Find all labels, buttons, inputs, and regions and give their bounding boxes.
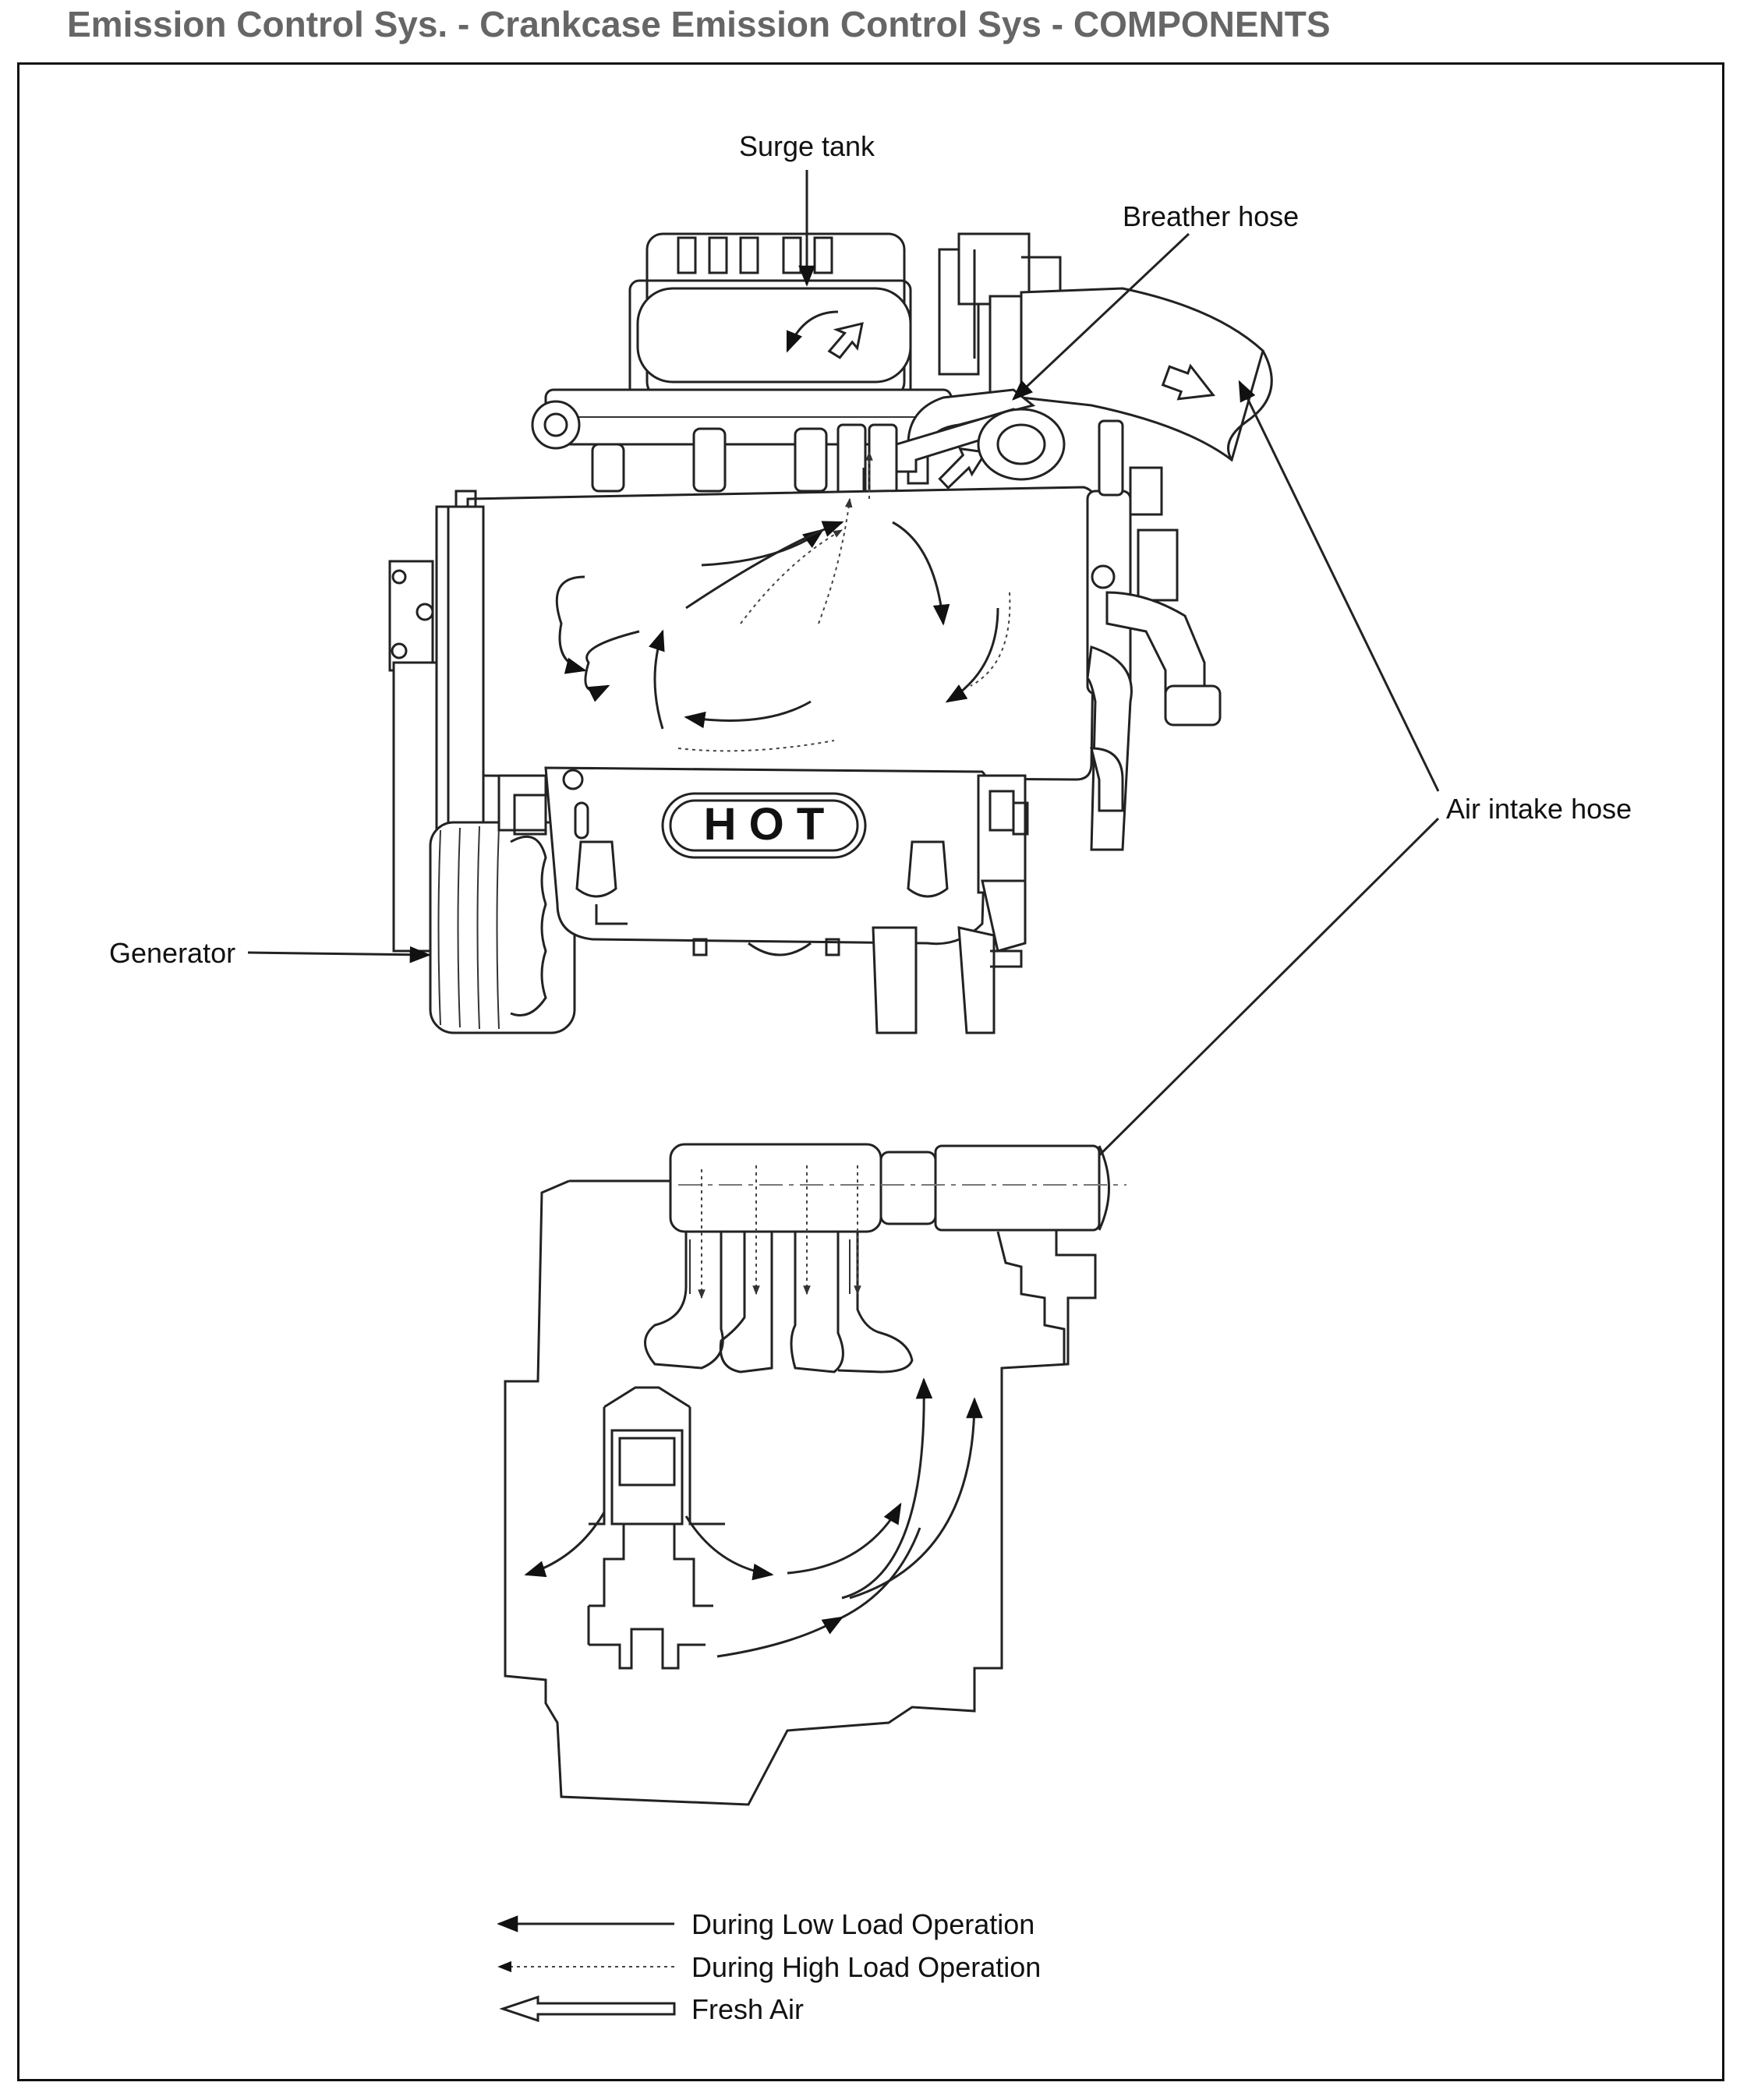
breather-hose-label: Breather hose xyxy=(1123,200,1299,232)
surge-tank-label: Surge tank xyxy=(739,130,875,162)
legend-high-load-label: During High Load Operation xyxy=(691,1951,1041,1983)
hot-warning-label: H O T xyxy=(704,799,825,850)
legend-fresh-air-label: Fresh Air xyxy=(691,1993,804,2025)
generator-label: Generator xyxy=(109,937,235,969)
engine-illustration: H O T Surge tank Breather hose xyxy=(109,130,1632,1180)
legend: During Low Load Operation During High Lo… xyxy=(497,1908,1041,2025)
legend-low-load-label: During Low Load Operation xyxy=(691,1908,1034,1940)
legend-hollow-arrow xyxy=(499,1995,676,2023)
diagram-frame xyxy=(17,62,1724,2081)
air-intake-hose-label: Air intake hose xyxy=(1446,793,1632,825)
crankcase-cross-section xyxy=(504,1143,1126,1806)
page-title: Emission Control Sys. - Crankcase Emissi… xyxy=(67,4,1331,44)
